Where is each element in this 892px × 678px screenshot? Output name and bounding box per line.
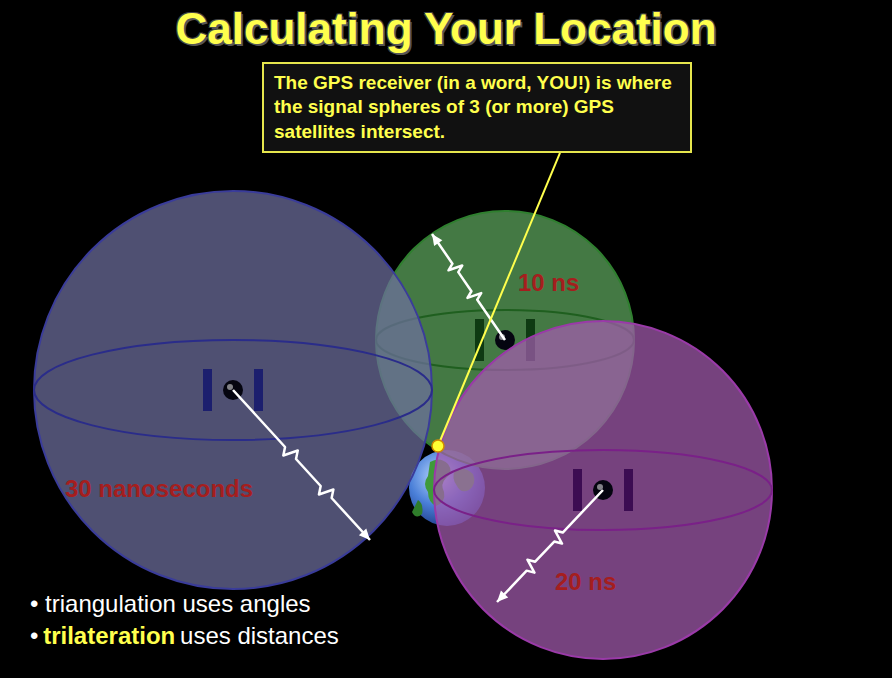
signal-arrowhead <box>359 529 370 540</box>
signal-sphere-outline <box>434 321 772 659</box>
travel-time-label: 10 ns <box>518 270 579 296</box>
signal-sphere: 20 ns <box>433 320 773 660</box>
key-term: trilateration <box>43 622 175 651</box>
signal-arrowhead <box>497 591 508 602</box>
satellite-glint <box>597 484 603 490</box>
solar-panel <box>624 469 633 511</box>
signal-ray <box>233 390 370 540</box>
solar-panel <box>254 369 263 411</box>
signal-arrowhead <box>432 234 442 246</box>
bullet-mark: • <box>30 622 38 651</box>
satellite-glint <box>227 384 233 390</box>
travel-time-label: 20 ns <box>555 569 616 595</box>
earth-continent <box>412 500 423 517</box>
solar-panel <box>573 469 582 511</box>
receiver-dot <box>432 440 444 452</box>
leader-line <box>440 153 560 441</box>
signal-ray <box>432 234 505 340</box>
signal-sphere-outline <box>34 191 432 589</box>
callout-box: The GPS receiver (in a word, YOU!) is wh… <box>262 62 692 153</box>
sphere-drawing <box>433 320 773 660</box>
signal-sphere: 30 nanoseconds <box>33 190 433 590</box>
slide-title: Calculating Your Location <box>175 4 716 55</box>
solar-panel <box>203 369 212 411</box>
travel-time-label: 30 nanoseconds <box>65 476 253 502</box>
bullet-note: • triangulation uses angles <box>30 590 311 619</box>
sphere-drawing <box>33 190 433 590</box>
callout-text: The GPS receiver (in a word, YOU!) is wh… <box>274 71 680 144</box>
bullet-note: uses distances <box>180 622 339 651</box>
